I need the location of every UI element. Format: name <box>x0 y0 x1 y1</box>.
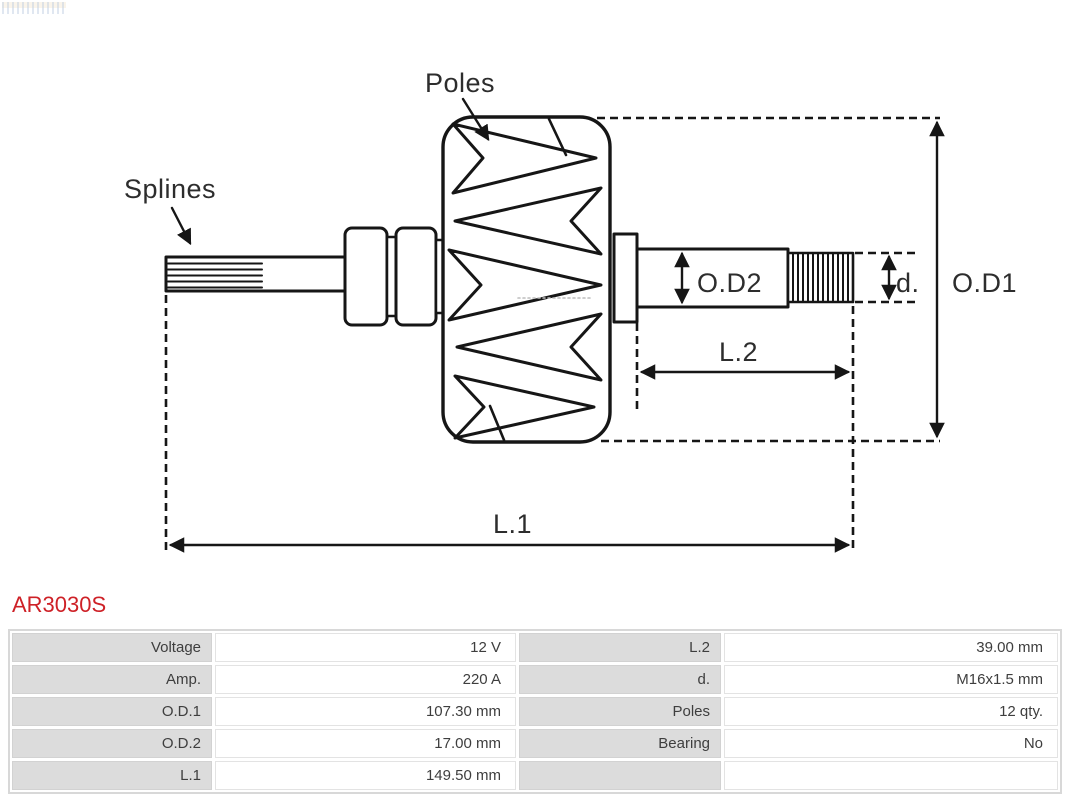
spec-value: No <box>724 729 1058 758</box>
poles-leader <box>461 97 490 141</box>
part-number: AR3030S <box>12 592 107 617</box>
spec-value: 107.30 mm <box>215 697 516 726</box>
collar-2 <box>394 226 438 327</box>
spec-value: M16x1.5 mm <box>724 665 1058 694</box>
corner-watermark <box>2 2 66 14</box>
od1-label: O.D1 <box>952 268 1017 298</box>
spec-value <box>724 761 1058 790</box>
splines-leader <box>170 206 192 246</box>
spec-value: 220 A <box>215 665 516 694</box>
spec-value: 12 V <box>215 633 516 662</box>
left-shaft <box>164 255 348 293</box>
leader-arrows <box>170 97 490 246</box>
spec-label: O.D.1 <box>12 697 212 726</box>
spec-value: 39.00 mm <box>724 633 1058 662</box>
d-label: d. <box>896 268 920 298</box>
spec-value: 17.00 mm <box>215 729 516 758</box>
spec-label: L.1 <box>12 761 212 790</box>
spec-label: O.D.2 <box>12 729 212 758</box>
claw-poles <box>447 117 603 442</box>
spec-label: d. <box>519 665 721 694</box>
spec-label: Poles <box>519 697 721 726</box>
construction-lines <box>164 116 940 552</box>
spec-label: L.2 <box>519 633 721 662</box>
bearing-seat <box>612 232 639 324</box>
spec-label: Bearing <box>519 729 721 758</box>
poles-label: Poles <box>425 68 495 98</box>
spec-value: 149.50 mm <box>215 761 516 790</box>
spec-table: Voltage 12 V L.2 39.00 mm Amp. 220 A d. … <box>8 629 1062 794</box>
spec-label: Voltage <box>12 633 212 662</box>
spec-label <box>519 761 721 790</box>
thread-lines <box>792 252 849 303</box>
splines-label: Splines <box>124 174 216 204</box>
spec-label: Amp. <box>12 665 212 694</box>
l2-label: L.2 <box>719 337 758 367</box>
spline-grooves <box>167 262 263 289</box>
collar-1 <box>343 226 389 327</box>
od2-label: O.D2 <box>697 268 762 298</box>
dimension-arrows <box>168 120 945 553</box>
spec-value: 12 qty. <box>724 697 1058 726</box>
l1-label: L.1 <box>493 509 532 539</box>
rotor-technical-drawing: Poles Splines O.D2 d. O.D1 L.2 L.1 <box>124 68 1017 553</box>
